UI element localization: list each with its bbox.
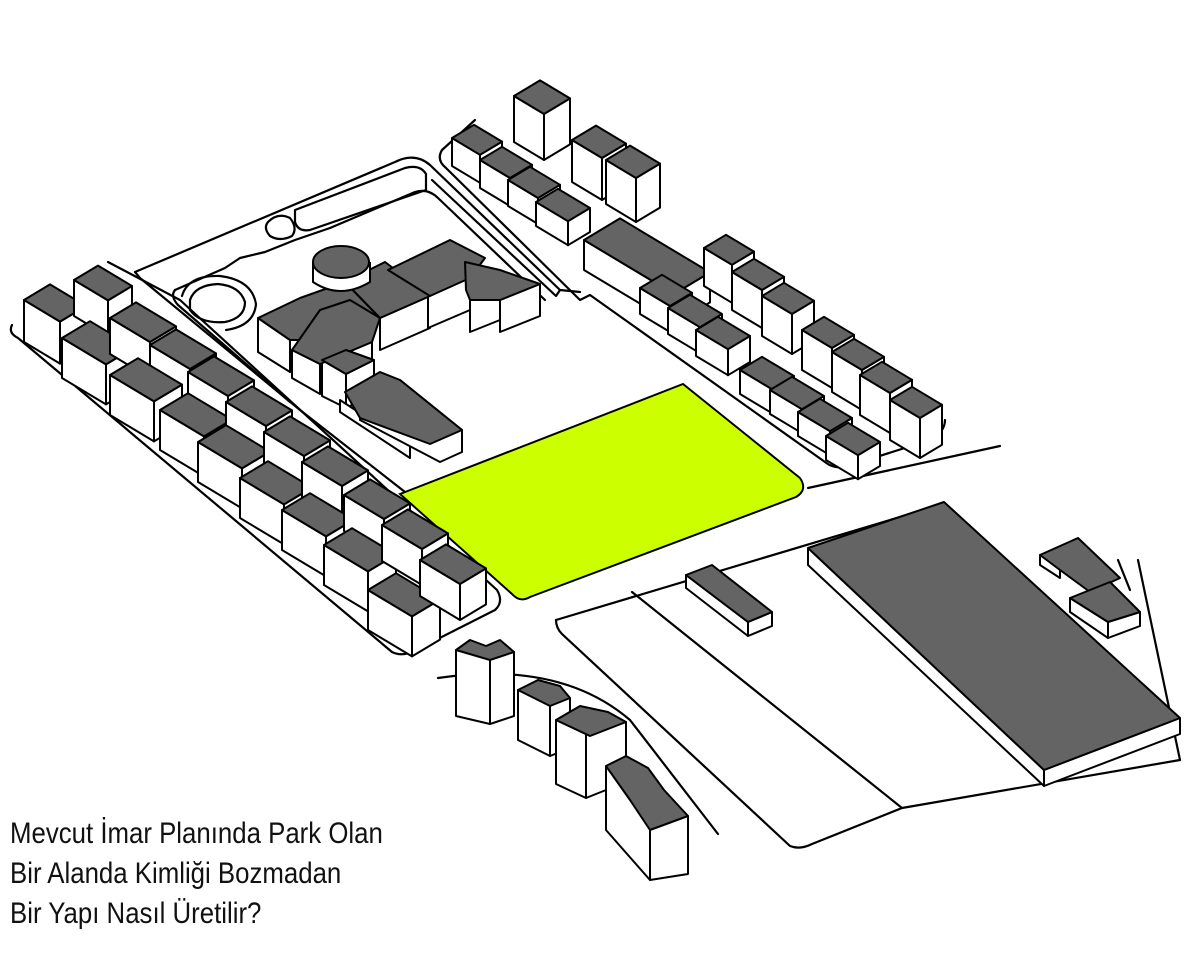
caption-line-1: Mevcut İmar Planında Park Olan <box>10 817 383 850</box>
building-roof <box>859 360 913 394</box>
building-roof <box>343 478 411 520</box>
building-roof <box>761 281 815 315</box>
building-roof <box>889 385 943 419</box>
caption-line-3: Bir Yapı Nasıl Üretilir? <box>10 897 262 930</box>
left-block-boundary <box>9 260 502 656</box>
parking-strip <box>293 165 428 232</box>
building-roof <box>695 315 751 351</box>
campus-complex <box>257 239 541 409</box>
building-roof <box>731 257 785 291</box>
roundabout <box>188 282 247 324</box>
building <box>513 79 571 161</box>
building-roof <box>703 233 755 266</box>
building-roof <box>419 543 487 585</box>
building <box>73 264 133 338</box>
building <box>605 144 661 223</box>
building-roof <box>825 421 881 457</box>
east-buildings <box>685 537 1141 639</box>
building-roof <box>535 187 591 223</box>
building <box>695 315 751 377</box>
building-roof <box>571 124 627 159</box>
building-roof <box>149 328 217 370</box>
building-roof <box>667 293 723 329</box>
building <box>535 187 591 247</box>
building-roof <box>739 355 795 391</box>
main-road-north <box>806 444 1002 490</box>
caption: Mevcut İmar Planında Park Olan Bir Aland… <box>10 814 457 934</box>
park-highlight <box>398 382 805 601</box>
building-roof <box>109 301 177 343</box>
building-roof <box>73 264 133 302</box>
campus-block-boundary <box>133 156 582 294</box>
building-roof <box>801 315 855 349</box>
building-roof <box>479 145 533 179</box>
building-roof <box>301 445 369 487</box>
building-roof <box>639 273 693 307</box>
building-roof <box>513 79 571 115</box>
caption-line-2: Bir Alanda Kimliği Bozmadan <box>10 857 342 890</box>
building-roof <box>769 375 825 411</box>
building <box>419 543 487 621</box>
south-tower-cluster <box>455 639 689 881</box>
building-roof <box>109 357 183 403</box>
building <box>889 385 943 459</box>
building-roof <box>507 165 561 199</box>
building-roof <box>605 144 661 179</box>
small-island <box>264 214 296 241</box>
building-roof <box>263 415 331 457</box>
building-roof <box>831 337 885 371</box>
stepped-wing <box>339 371 463 463</box>
buildings-layer <box>23 79 943 658</box>
building-roof <box>225 385 293 427</box>
building <box>825 421 881 481</box>
building-roof <box>797 397 853 433</box>
warehouse <box>807 501 1181 787</box>
building-roof <box>451 123 503 156</box>
building-roof <box>381 508 449 550</box>
building-roof <box>187 355 255 397</box>
